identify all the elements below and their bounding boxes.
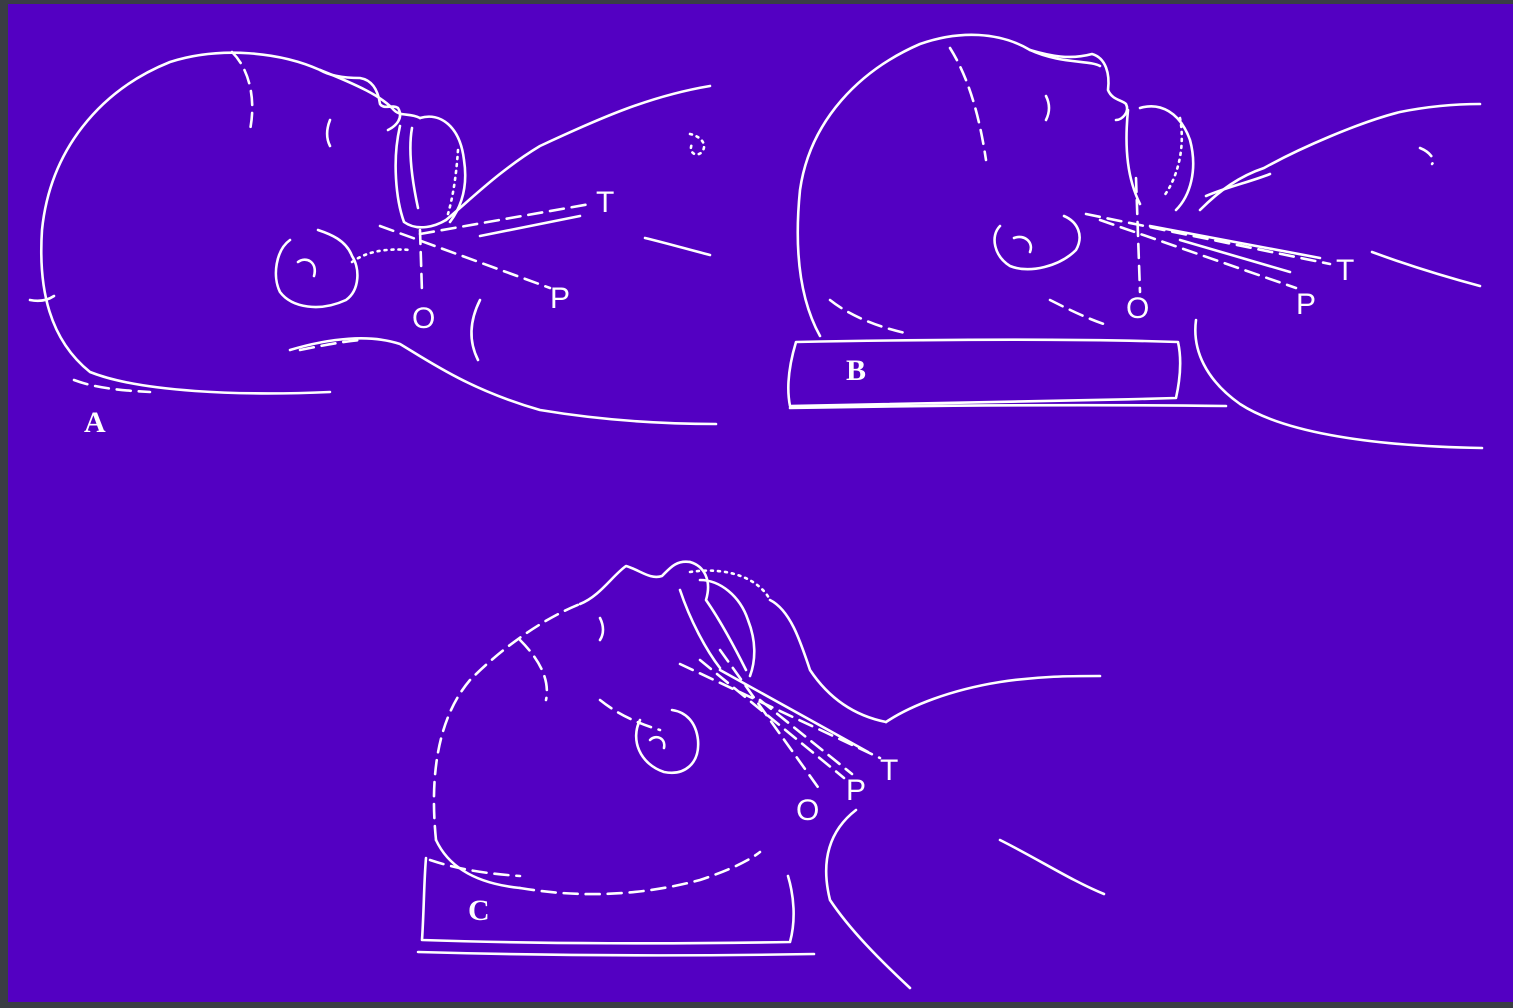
panel-c-axis-p: P: [846, 774, 866, 807]
panel-c-axis-o: O: [796, 794, 819, 827]
panel-a-axis-t: T: [596, 186, 614, 219]
panel-b-label: B: [846, 354, 866, 387]
panel-b: T P O B: [788, 35, 1482, 448]
panel-a-axis-o: O: [412, 302, 435, 335]
panel-c-label: C: [468, 894, 490, 927]
panel-b-axis-t: T: [1336, 254, 1354, 287]
panel-c-drawing: [418, 562, 1104, 988]
panel-b-drawing: [788, 35, 1482, 448]
panel-a: T P O A: [30, 52, 716, 439]
panel-b-axis-p: P: [1296, 288, 1316, 321]
panel-c-axis-t: T: [880, 754, 898, 787]
panel-c: T P O C: [418, 562, 1104, 988]
panel-a-label: A: [84, 406, 106, 439]
panel-b-axis-o: O: [1126, 292, 1149, 325]
panel-a-drawing: [30, 52, 716, 424]
panel-a-axis-p: P: [550, 282, 570, 315]
